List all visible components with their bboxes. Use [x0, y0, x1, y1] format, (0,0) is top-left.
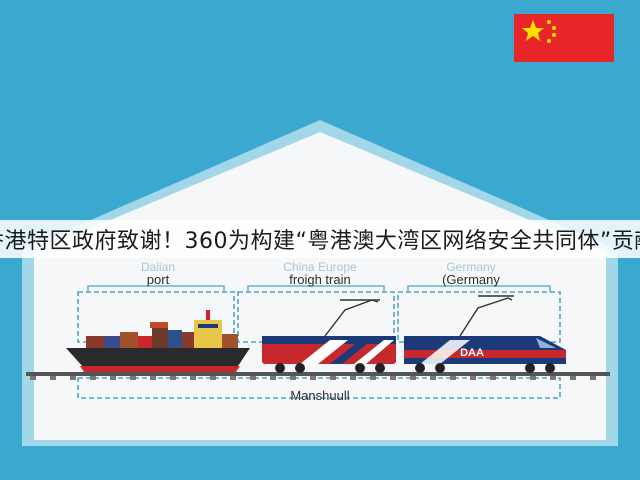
segment-3-sub: (Germany — [442, 272, 500, 287]
train-label: DAA — [460, 347, 484, 359]
segment-1-sub: port — [146, 272, 170, 287]
segment-2-sub: froigh train — [289, 272, 351, 287]
segment-1-title: Dalian — [140, 260, 176, 274]
headline-banner: 香港特区政府致谢！360为构建“粤港澳大湾区网络安全共同体”贡献力量 — [0, 220, 640, 258]
headline-text: 香港特区政府致谢！360为构建“粤港澳大湾区网络安全共同体”贡献力量 — [0, 229, 640, 254]
railway-track — [26, 372, 610, 380]
cargo-ship-icon — [66, 310, 250, 372]
freight-train-icon — [262, 295, 566, 373]
segment-3-title: Germany — [446, 260, 496, 274]
segment-2-title: China Europe — [283, 260, 357, 274]
china-flag-icon — [514, 14, 614, 62]
border-box — [77, 377, 561, 399]
border-label: Manshuull — [290, 388, 350, 403]
